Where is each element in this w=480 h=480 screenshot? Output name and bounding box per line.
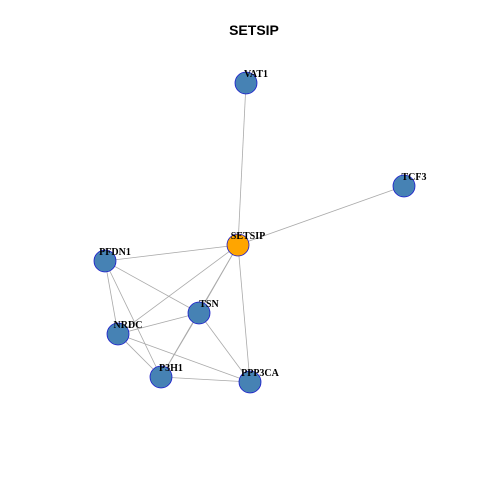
- edge-nrdc-ppp3ca: [117, 333, 251, 383]
- diagram-title: SETSIP: [229, 22, 279, 38]
- node-tcf3[interactable]: [392, 174, 416, 198]
- edge-tsn-p3h1: [160, 312, 200, 378]
- edge-pfdn1-tsn: [104, 260, 200, 314]
- node-label-nrdc: NRDC: [114, 320, 143, 331]
- node-label-vat1: VAT1: [244, 69, 268, 80]
- node-setsip[interactable]: [226, 233, 250, 257]
- edge-tsn-ppp3ca: [198, 312, 251, 383]
- edge-pfdn1-p3h1: [104, 260, 162, 378]
- edge-setsip-ppp3ca: [237, 244, 251, 383]
- node-label-tcf3: TCF3: [402, 172, 427, 183]
- edge-p3h1-ppp3ca: [160, 376, 251, 383]
- edge-setsip-nrdc: [117, 244, 239, 335]
- edge-setsip-pfdn1: [104, 244, 239, 262]
- node-label-p3h1: P3H1: [159, 363, 183, 374]
- node-vat1[interactable]: [234, 71, 258, 95]
- node-label-setsip: SETSIP: [231, 231, 265, 242]
- nodes-layer: [93, 71, 416, 394]
- node-label-pfdn1: PFDN1: [99, 247, 131, 258]
- edge-tcf3-setsip: [237, 185, 405, 246]
- edge-pfdn1-nrdc: [104, 260, 119, 335]
- node-p3h1[interactable]: [149, 365, 173, 389]
- node-ppp3ca[interactable]: [238, 370, 262, 394]
- node-tsn[interactable]: [187, 301, 211, 325]
- node-label-tsn: TSN: [199, 299, 219, 310]
- node-label-ppp3ca: PPP3CA: [241, 368, 280, 379]
- edge-tsn-nrdc: [117, 312, 200, 335]
- node-pfdn1[interactable]: [93, 249, 117, 273]
- node-nrdc[interactable]: [106, 322, 130, 346]
- edge-vat1-setsip: [237, 82, 247, 246]
